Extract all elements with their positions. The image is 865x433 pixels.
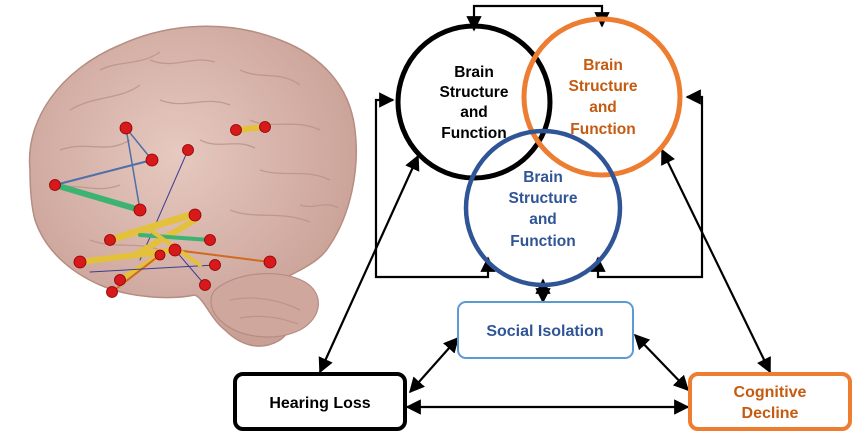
social-isolation-label: Social Isolation: [486, 323, 603, 340]
brain-connections: [52, 124, 271, 293]
arrow-hearing-social: [408, 336, 460, 394]
arrow-social-cognitive: [633, 333, 690, 392]
black-line-1: Brain: [454, 64, 494, 81]
orange-line-1: Brain: [583, 57, 623, 74]
box-cognitive-decline: Cognitive Decline: [688, 372, 852, 431]
circle-blue: [463, 128, 623, 288]
black-line-4: Function: [441, 125, 506, 142]
box-hearing-loss: Hearing Loss: [233, 372, 407, 431]
blue-line-1: Brain: [523, 169, 563, 186]
black-line-2: Structure: [440, 84, 509, 101]
hearing-loss-label: Hearing Loss: [269, 395, 370, 412]
blue-line-2: Structure: [509, 190, 578, 207]
black-line-3: and: [460, 104, 488, 121]
circles: [395, 16, 683, 288]
orange-line-4: Function: [570, 121, 635, 138]
arrow-hearing-brain: [318, 154, 420, 374]
cognitive-decline-line-1: Cognitive: [734, 384, 807, 401]
circle-black: [395, 23, 553, 181]
orange-line-2: Structure: [569, 78, 638, 95]
orange-line-3: and: [589, 99, 617, 116]
brain-gyri: [49, 51, 339, 325]
blue-line-4: Function: [510, 233, 575, 250]
brain-nodes: [49, 121, 277, 298]
label-blue-circle: Brain Structure and Function: [509, 169, 578, 250]
arrow-black-orange-top: [466, 4, 610, 32]
label-black-circle: Brain Structure and Function: [440, 64, 509, 142]
circle-orange: [521, 16, 683, 178]
label-orange-circle: Brain Structure and Function: [569, 57, 638, 138]
arrow-cognitive-brain: [661, 148, 771, 374]
arrows: [318, 4, 771, 415]
blue-line-3: and: [529, 211, 557, 228]
box-social-isolation: Social Isolation: [457, 301, 634, 359]
brain-illustration: [28, 25, 358, 347]
cognitive-decline-line-2: Decline: [742, 405, 799, 422]
